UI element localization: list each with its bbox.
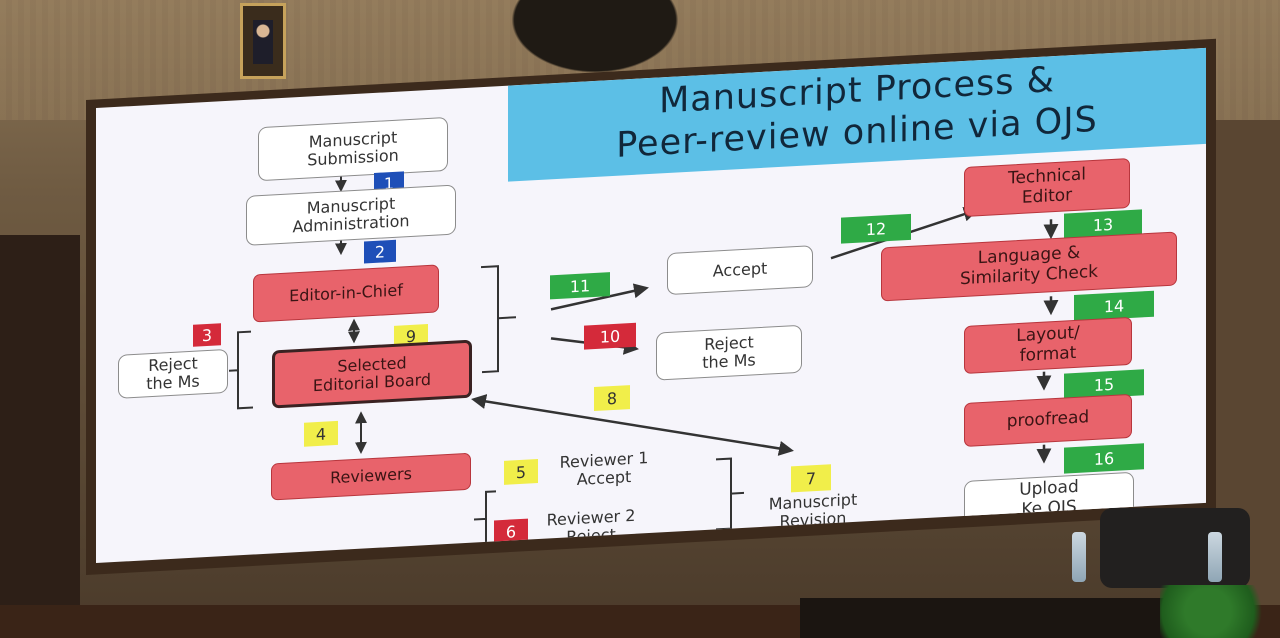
node-reject-left: Reject the Ms [118,348,228,399]
presenter-chair [1100,508,1250,588]
node-proofread: proofread [964,393,1132,447]
badge-14: 14 [1074,290,1154,322]
arrow-to-accept [550,283,649,311]
wall-portrait [240,3,286,79]
badge-2: 2 [364,239,396,264]
badge-5: 5 [504,459,538,485]
decision-bracket [481,265,516,374]
node-editor-in-chief: Editor-in-Chief [253,264,439,323]
node-accept: Accept [667,245,813,296]
node-selected-editorial-board: Selected Editorial Board [272,339,472,409]
left-curtain [0,235,80,638]
node-reject-right: Reject the Ms [656,324,802,381]
badge-4: 4 [304,420,338,447]
badge-16: 16 [1064,443,1144,474]
water-bottle [1208,532,1222,582]
node-technical-editor: Technical Editor [964,158,1130,217]
node-manuscript-submission: Manuscript Submission [258,116,448,182]
presenter-desk [800,598,1200,638]
node-reviewer1-accept: Reviewer 1 Accept [559,447,649,489]
reject-left-bracket [229,330,253,410]
badge-8: 8 [594,385,630,412]
projection-screen: Manuscript Process & Peer-review online … [96,47,1206,564]
node-layout-format: Layout/ format [964,316,1132,374]
badge-11: 11 [550,272,610,300]
arrow-board-revision [471,393,794,456]
decorative-plant [1160,585,1280,638]
revision-bracket [716,457,744,531]
badge-10: 10 [584,322,636,350]
wall-emblem [500,0,690,80]
water-bottle [1072,532,1086,582]
reviewers-bracket [474,490,496,550]
badge-3: 3 [193,323,221,347]
badge-12: 12 [841,213,911,244]
